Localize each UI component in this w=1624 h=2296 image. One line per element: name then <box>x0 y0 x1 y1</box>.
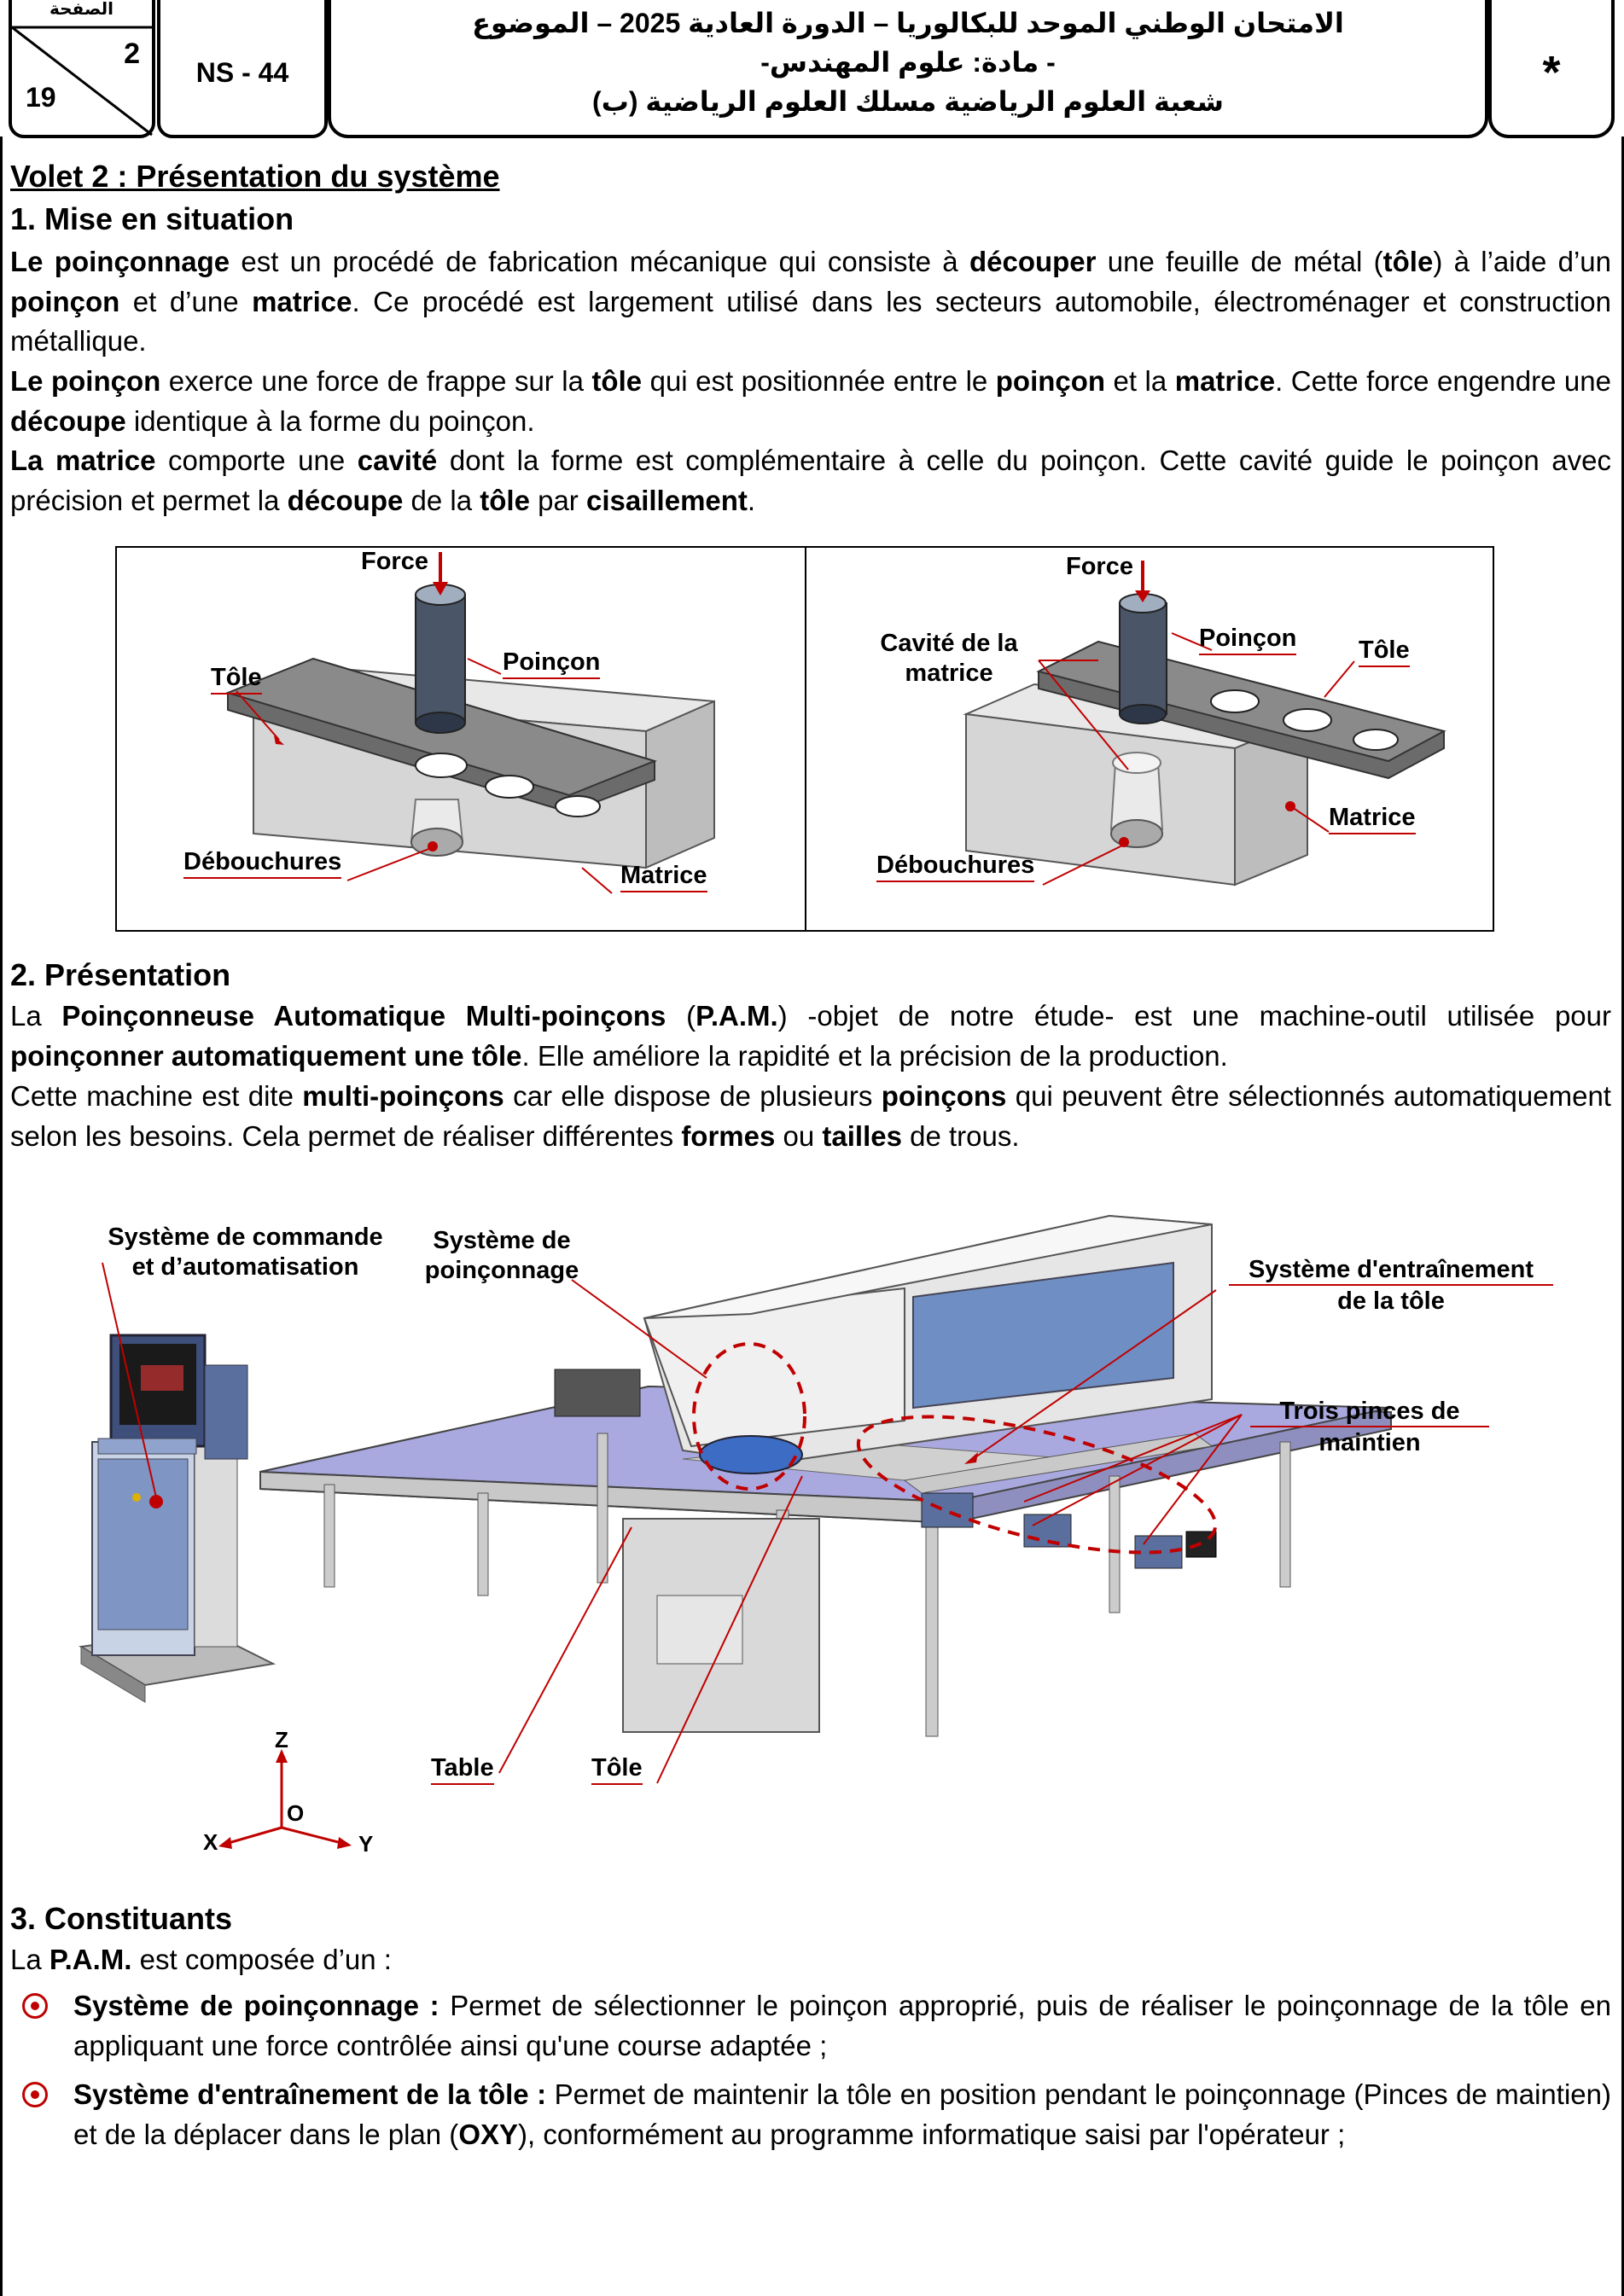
page-frame-left <box>0 137 3 2296</box>
label-tole-right: Tôle <box>1359 636 1410 667</box>
page-number-box: الصفحة 2 19 <box>9 0 155 138</box>
label-poincon-right: Poinçon <box>1199 625 1297 655</box>
axis-o-label: O <box>287 1800 305 1826</box>
page-box-diagonal <box>11 26 153 137</box>
punching-illustration <box>224 552 1446 894</box>
exam-title-line2: - مادة: علوم المهندس- <box>760 47 1056 78</box>
figure-divider <box>805 548 806 930</box>
control-station-drawing <box>79 1334 276 1703</box>
label-matrice-left: Matrice <box>620 862 707 892</box>
right-die-drawing <box>963 561 1446 886</box>
section1-paragraph1: Le poinçonnage est un procédé de fabrica… <box>10 246 1612 357</box>
page-frame-right <box>1621 137 1624 2296</box>
section2-paragraph1: La Poinçonneuse Automatique Multi-poinço… <box>10 1000 1612 1072</box>
pam-machine-illustration <box>79 1214 1392 1849</box>
punching-principle-figure: Force Poinçon Tôle Débouchures Matrice F… <box>115 546 1494 932</box>
label-systeme-entrainement: Système d'entraînement de la tôle <box>1229 1256 1553 1316</box>
label-trois-pinces: Trois pinces de maintien <box>1250 1398 1489 1457</box>
section3-title: 3. Constituants <box>10 1901 233 1936</box>
label-matrice-right: Matrice <box>1329 804 1416 834</box>
exam-title-line3: شعبة العلوم الرياضية مسلك العلوم الرياضي… <box>592 86 1224 117</box>
star-symbol: * <box>1542 47 1561 98</box>
page-number: 2 <box>124 38 140 70</box>
section1-paragraph3: La matrice comporte une cavité dont la f… <box>10 445 1611 516</box>
label-force-left: Force <box>361 548 428 575</box>
label-systeme-poinconnage: Système de poinçonnage <box>424 1227 579 1284</box>
label-force-right: Force <box>1066 553 1133 580</box>
label-debouchures-right: Débouchures <box>876 852 1035 882</box>
constituent-item-1: Système de poinçonnage : Permet de sélec… <box>73 1990 1612 2061</box>
section1-title: 1. Mise en situation <box>10 201 294 236</box>
section2-title: 2. Présentation <box>10 957 231 992</box>
press-head-drawing <box>554 1214 1217 1569</box>
axes-drawing <box>218 1749 352 1849</box>
label-debouchures-left: Débouchures <box>183 848 342 879</box>
exam-code-box: NS - 44 <box>157 0 328 138</box>
page-label: الصفحة <box>49 0 114 19</box>
label-table: Table <box>431 1754 494 1785</box>
label-tole-left: Tôle <box>211 664 262 695</box>
exam-code: NS - 44 <box>195 56 289 88</box>
exam-title-box: الامتحان الوطني الموحد للبكالوريا – الدو… <box>328 0 1488 138</box>
star-box: * <box>1488 0 1615 138</box>
section2-paragraph2: Cette machine est dite multi-poinçons ca… <box>10 1080 1611 1152</box>
punching-system-highlight <box>692 1342 806 1491</box>
label-cavite-right: Cavité de la matrice <box>880 630 1018 687</box>
label-systeme-commande: Système de commande et d’automatisation <box>108 1224 383 1281</box>
label-poincon-left: Poinçon <box>503 648 601 679</box>
left-die-drawing <box>224 552 715 894</box>
page-total: 19 <box>26 82 56 113</box>
volet-title: Volet 2 : Présentation du système <box>10 159 500 194</box>
bullet-icon <box>22 1993 48 2019</box>
axis-y-label: Y <box>358 1831 374 1857</box>
label-tole-machine: Tôle <box>591 1754 643 1785</box>
constituent-item-2: Système d'entraînement de la tôle : Perm… <box>73 2078 1611 2150</box>
axis-z-label: Z <box>275 1727 288 1753</box>
exam-title-line1: الامتحان الوطني الموحد للبكالوريا – الدو… <box>472 8 1344 38</box>
section1-paragraph2: Le poinçon exerce une force de frappe su… <box>10 365 1611 437</box>
section3-intro: La P.A.M. est composée d’un : <box>10 1944 392 1975</box>
axis-x-label: X <box>203 1829 218 1855</box>
bullet-icon <box>22 2082 48 2107</box>
clamps-highlight <box>856 1415 1218 1555</box>
